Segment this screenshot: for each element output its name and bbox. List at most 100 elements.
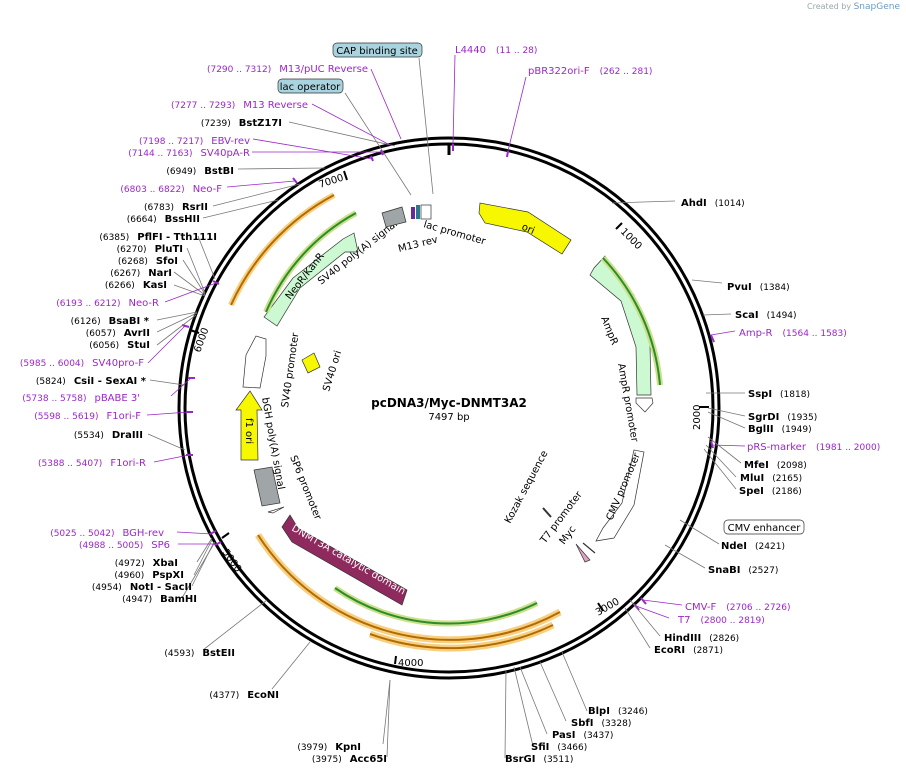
- svg-text:(6268)SfoI: (6268)SfoI: [118, 256, 178, 267]
- kozak-feature[interactable]: [542, 507, 552, 518]
- enzyme-position: (4593): [164, 649, 194, 659]
- enzyme-site-label[interactable]: HindIII(2826): [664, 633, 739, 644]
- enzyme-site-label[interactable]: BglII(1949): [748, 424, 812, 435]
- enzyme-name: SspI: [748, 389, 772, 400]
- enzyme-name: AhdI: [681, 198, 707, 209]
- enzyme-site-label[interactable]: (6126)BsaBI *: [71, 316, 150, 327]
- enzyme-site-label[interactable]: NdeI(2421): [721, 541, 785, 552]
- enzyme-site-label[interactable]: (4954)NotI - SacII: [92, 582, 192, 593]
- enzyme-position: (4972): [115, 559, 145, 569]
- enzyme-site-label[interactable]: (6949)BstBI: [166, 166, 234, 177]
- primer-site-label[interactable]: (7198 .. 7217)EBV-rev: [139, 136, 250, 147]
- t7-feature[interactable]: [582, 542, 596, 554]
- enzyme-site-label[interactable]: ScaI(1494): [735, 310, 797, 321]
- enzyme-site-label[interactable]: (6057)AvrII: [86, 328, 150, 339]
- primer-site-label[interactable]: (7290 .. 7312)M13/pUC Reverse: [207, 64, 368, 75]
- enzyme-site-label[interactable]: SfiI(3466): [531, 742, 587, 753]
- primer-site-label[interactable]: (6803 .. 6822)Neo-F: [120, 184, 222, 195]
- enzyme-site-label[interactable]: BlpI(3246): [588, 706, 648, 717]
- enzyme-position: (6057): [86, 329, 116, 339]
- svg-text:AhdI(1014): AhdI(1014): [681, 198, 745, 209]
- tick-label: 2000: [692, 405, 703, 430]
- enzyme-site-label[interactable]: (3975)Acc65I: [312, 754, 387, 765]
- primer-site-label[interactable]: (7277 .. 7293)M13 Reverse: [171, 100, 308, 111]
- primer-site-label[interactable]: (5985 .. 6004)SV40pro-F: [20, 358, 144, 369]
- cap-site-mark[interactable]: [416, 205, 420, 219]
- ori-feature[interactable]: [478, 202, 572, 255]
- svg-text:(4972)XbaI: (4972)XbaI: [115, 558, 178, 569]
- primer-site-label[interactable]: CMV-F(2706 .. 2726): [685, 602, 791, 613]
- enzyme-site-label[interactable]: SbfI(3328): [571, 718, 631, 729]
- enzyme-name: PflFI - Tth111I: [137, 232, 217, 243]
- ampr-promoter-feature[interactable]: [635, 397, 654, 413]
- enzyme-site-label[interactable]: SgrDI(1935): [748, 412, 817, 423]
- primer-site-label[interactable]: (4988 .. 5005)SP6: [79, 540, 170, 551]
- enzyme-site-label[interactable]: (6268)SfoI: [118, 256, 178, 267]
- cmv-promoter-feature[interactable]: [595, 449, 645, 542]
- lac-promoter-mark[interactable]: [420, 204, 432, 220]
- enzyme-site-label[interactable]: (4960)PspXI: [114, 570, 184, 581]
- primer-name: M13/pUC Reverse: [279, 64, 368, 75]
- enzyme-site-label[interactable]: (6056)StuI: [89, 340, 150, 351]
- sv40-polya-feature[interactable]: [381, 206, 407, 228]
- primer-site-label[interactable]: Amp-R(1564 .. 1583): [739, 328, 847, 339]
- enzyme-site-label[interactable]: (6385)PflFI - Tth111I: [99, 232, 217, 243]
- primer-site-label[interactable]: (7144 .. 7163)SV40pA-R: [128, 148, 250, 159]
- svg-text:T7(2800 .. 2819): T7(2800 .. 2819): [677, 615, 765, 626]
- primer-site-label[interactable]: T7(2800 .. 2819): [677, 615, 765, 626]
- primer-name: pBR322ori-F: [528, 66, 590, 77]
- svg-text:(6056)StuI: (6056)StuI: [89, 340, 150, 351]
- enzyme-site-label[interactable]: (4947)BamHI: [122, 594, 197, 605]
- enzyme-site-label[interactable]: (7239)BstZ17I: [201, 118, 282, 129]
- enzyme-site-label[interactable]: (6664)BssHII: [127, 214, 200, 225]
- svg-text:(4988 .. 5005)SP6: (4988 .. 5005)SP6: [79, 540, 170, 551]
- primer-site-label[interactable]: (6193 .. 6212)Neo-R: [56, 298, 159, 309]
- primer-site-label[interactable]: L4440(11 .. 28): [455, 45, 537, 56]
- enzyme-site-label[interactable]: SnaBI(2527): [708, 565, 778, 576]
- cap-binding-site-box[interactable]: [332, 42, 423, 58]
- sv40-ori-feature[interactable]: [301, 352, 321, 374]
- primer-site-label[interactable]: (5598 .. 5619)F1ori-F: [34, 411, 141, 422]
- enzyme-site-label[interactable]: (3979)KpnI: [297, 742, 361, 753]
- enzyme-site-label[interactable]: PasI(3437): [552, 730, 613, 741]
- enzyme-site-label[interactable]: (6266)KasI: [105, 280, 167, 291]
- sp6-promoter-feature[interactable]: [267, 506, 285, 514]
- svg-text:SbfI(3328): SbfI(3328): [571, 718, 631, 729]
- enzyme-site-label[interactable]: (4972)XbaI: [115, 558, 178, 569]
- enzyme-site-label[interactable]: (4593)BstEII: [164, 648, 235, 659]
- enzyme-site-label[interactable]: SpeI(2186): [739, 486, 802, 497]
- enzyme-position: (6266): [105, 281, 135, 291]
- enzyme-site-label[interactable]: MfeI(2098): [744, 460, 807, 471]
- dnmt3a-feature[interactable]: [281, 514, 408, 606]
- enzyme-site-label[interactable]: (6267)NarI: [110, 268, 172, 279]
- svg-text:NdeI(2421): NdeI(2421): [721, 541, 785, 552]
- enzyme-site-label[interactable]: MluI(2165): [740, 473, 802, 484]
- lac-operator-box[interactable]: [277, 78, 344, 94]
- enzyme-site-label[interactable]: (6783)RsrII: [144, 202, 208, 213]
- primer-name: EBV-rev: [211, 136, 250, 147]
- primer-site-label[interactable]: (5025 .. 5042)BGH-rev: [50, 528, 164, 539]
- enzyme-site-label[interactable]: (6270)PluTI: [117, 244, 183, 255]
- primer-site-label[interactable]: (5388 .. 5407)F1ori-R: [38, 458, 146, 469]
- neor-feature[interactable]: [263, 232, 359, 327]
- svg-text:(6664)BssHII: (6664)BssHII: [127, 214, 200, 225]
- svg-text:(5598 .. 5619)F1ori-F: (5598 .. 5619)F1ori-F: [34, 411, 141, 422]
- bgh-feature[interactable]: [253, 466, 281, 507]
- primer-site-label[interactable]: pBR322ori-F(262 .. 281): [528, 66, 652, 77]
- sv40-promoter-feature[interactable]: [242, 335, 267, 389]
- enzyme-site-label[interactable]: PvuI(1384): [727, 282, 790, 293]
- f1-ori-feature[interactable]: [235, 390, 263, 461]
- enzyme-site-label[interactable]: (5534)DraIII: [74, 430, 143, 441]
- primer-site-label[interactable]: pRS-marker(1981 .. 2000): [747, 442, 880, 453]
- enzyme-site-label[interactable]: (4377)EcoNI: [209, 690, 279, 701]
- lac-operator-mark[interactable]: [411, 207, 415, 219]
- svg-text:(6126)BsaBI *: (6126)BsaBI *: [71, 316, 150, 327]
- myc-feature[interactable]: [575, 543, 591, 563]
- enzyme-site-label[interactable]: (5824)CsiI - SexAI *: [36, 376, 147, 387]
- primer-site-label[interactable]: (5738 .. 5758)pBABE 3': [22, 393, 140, 404]
- cmv-enhancer-box[interactable]: [723, 519, 805, 535]
- enzyme-site-label[interactable]: SspI(1818): [748, 389, 810, 400]
- enzyme-site-label[interactable]: AhdI(1014): [681, 198, 745, 209]
- enzyme-site-label[interactable]: EcoRI(2871): [654, 645, 723, 656]
- enzyme-site-label[interactable]: BsrGI(3511): [505, 754, 573, 765]
